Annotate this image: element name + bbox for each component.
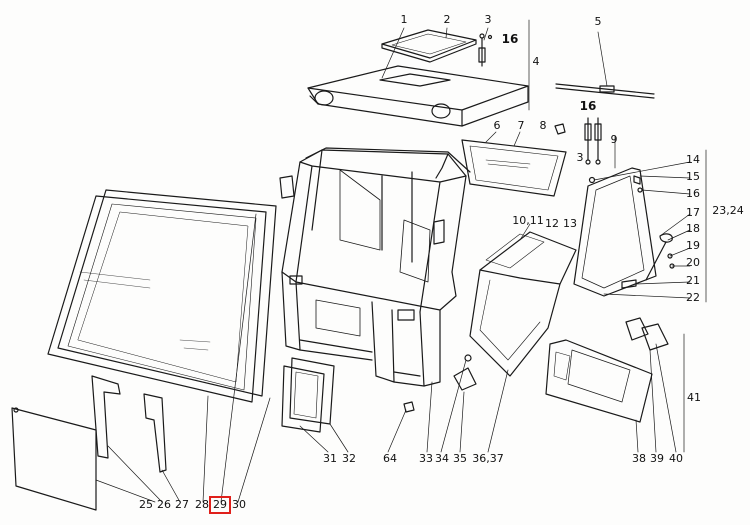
knob-34	[464, 354, 472, 362]
callout-34: 34	[435, 452, 449, 465]
callout-16-door: 16	[686, 187, 700, 200]
lower-panel-25	[11, 407, 97, 511]
bracket-26	[91, 375, 121, 459]
callout-23-24: 23,24	[712, 204, 744, 217]
windscreen	[47, 189, 277, 403]
callout-10-11: 10,11	[512, 214, 544, 227]
gas-strut	[478, 33, 493, 67]
callout-6: 6	[493, 119, 501, 132]
callout-19: 19	[686, 239, 700, 252]
callout-12: 12	[545, 217, 559, 230]
callout-1: 1	[400, 13, 408, 26]
callout-33: 33	[419, 452, 433, 465]
callout-35: 35	[453, 452, 467, 465]
callout-41: 41	[687, 391, 701, 404]
callout-31: 31	[323, 452, 337, 465]
callout-36-37: 36,37	[472, 452, 504, 465]
callout-30: 30	[232, 498, 246, 511]
callout-15: 15	[686, 170, 700, 183]
callout-22: 22	[686, 291, 700, 304]
callout-14: 14	[686, 153, 700, 166]
callout-4: 4	[532, 55, 540, 68]
callout-5: 5	[594, 15, 602, 28]
callout-28: 28	[195, 498, 209, 511]
callout-26: 26	[157, 498, 171, 511]
side-door	[573, 167, 675, 297]
mirror-pads	[625, 317, 669, 351]
callout-3: 3	[484, 13, 492, 26]
grommet-64	[403, 401, 415, 413]
plate-35	[453, 367, 477, 391]
callout-32: 32	[342, 452, 356, 465]
callout-8: 8	[539, 119, 547, 132]
callout-16-mid: 16	[579, 99, 597, 113]
callout-18: 18	[686, 222, 700, 235]
callout-20: 20	[686, 256, 700, 269]
bracket-27	[143, 393, 167, 473]
callout-40: 40	[669, 452, 683, 465]
callout-17: 17	[686, 206, 700, 219]
small-window	[281, 357, 335, 433]
callout-9: 9	[610, 133, 618, 146]
callout-38: 38	[632, 452, 646, 465]
callout-16-top: 16	[501, 32, 519, 46]
callout-27: 27	[175, 498, 189, 511]
wiper-bar	[555, 31, 655, 99]
leader-lines	[95, 19, 707, 503]
fender-panel	[469, 231, 577, 377]
callout-29-highlighted: 29	[209, 496, 231, 514]
callout-25: 25	[139, 498, 153, 511]
sunroof-hatch	[381, 29, 477, 63]
callout-21: 21	[686, 274, 700, 287]
clip-part	[554, 123, 566, 135]
callout-13: 13	[563, 217, 577, 230]
callout-2: 2	[443, 13, 451, 26]
callout-39: 39	[650, 452, 664, 465]
roof-part	[307, 65, 529, 127]
cab-frame	[279, 147, 471, 387]
callout-64: 64	[383, 452, 397, 465]
callout-7: 7	[517, 119, 525, 132]
callout-3-mid: 3	[576, 151, 584, 164]
strut-pair	[584, 117, 602, 165]
inner-door-panel	[545, 339, 653, 423]
rear-window	[461, 139, 567, 197]
